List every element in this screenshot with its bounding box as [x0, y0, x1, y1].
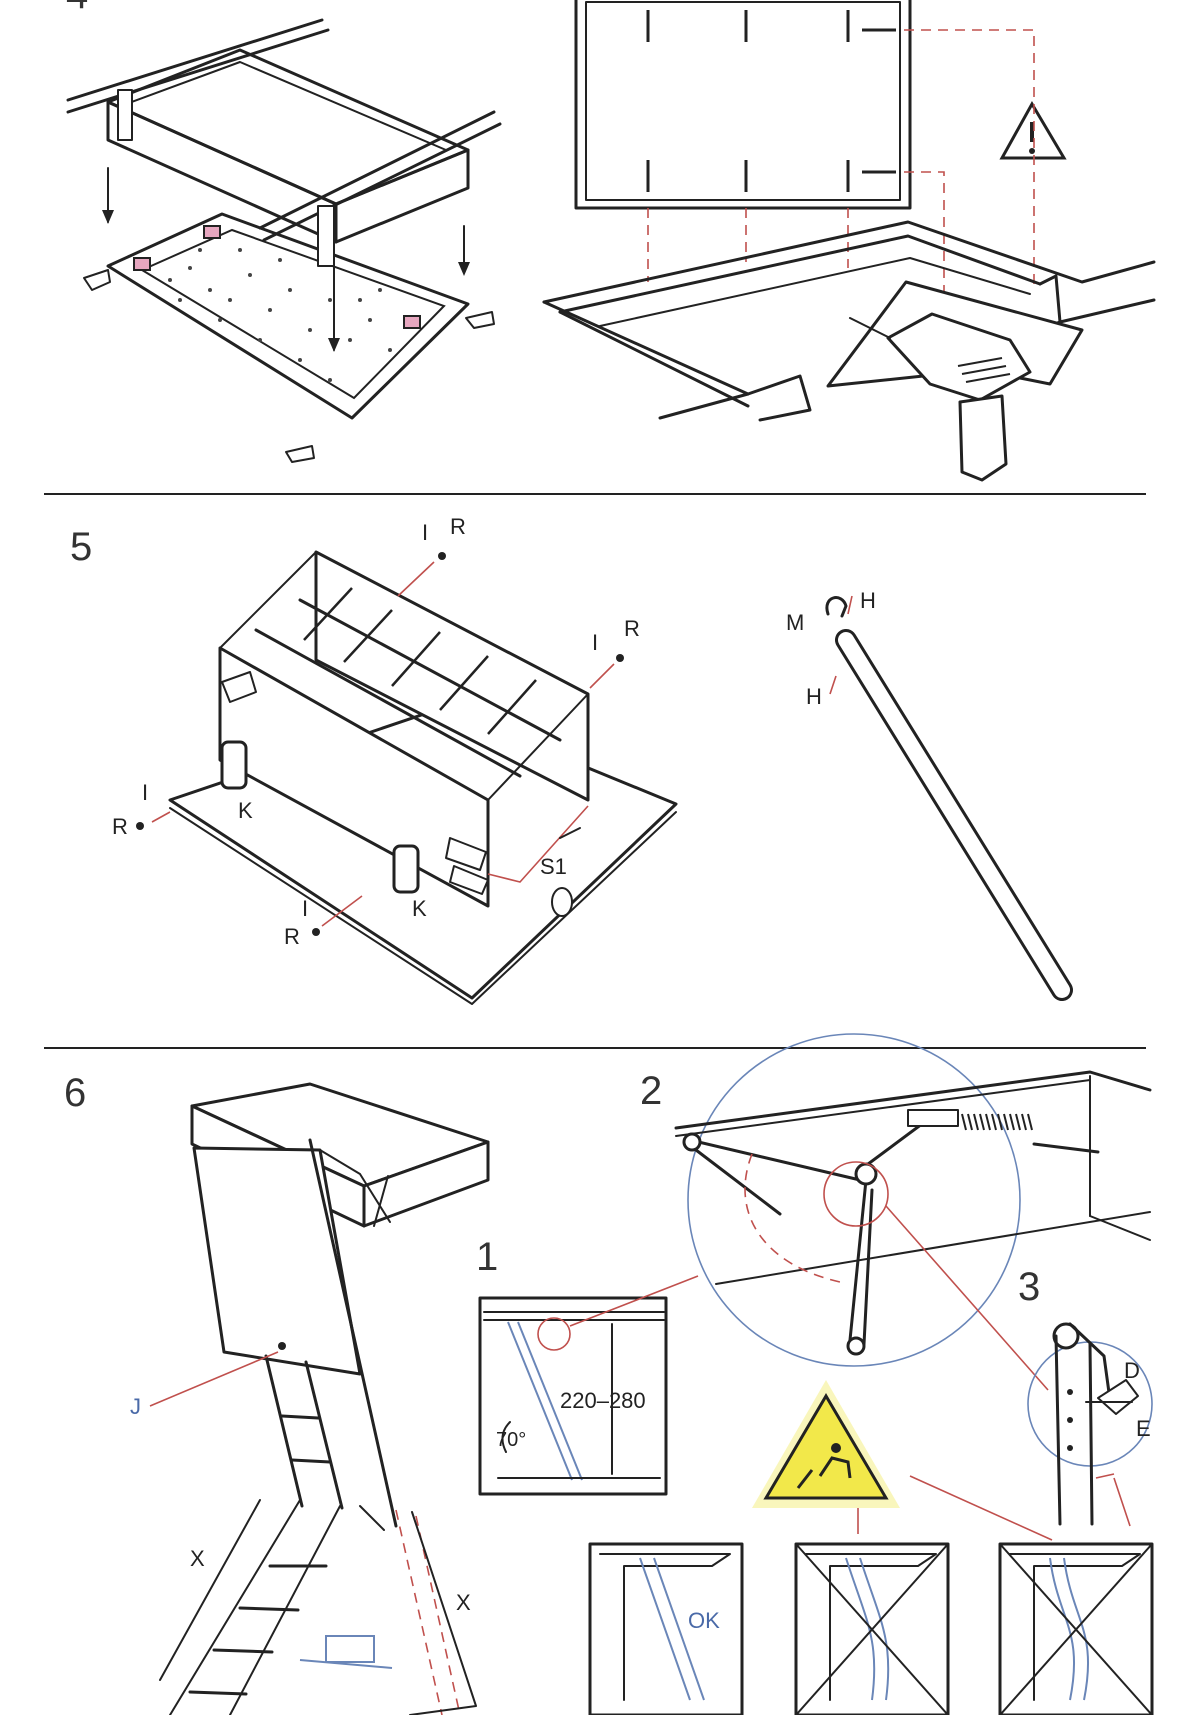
- step-4-panel: 4: [66, 0, 1156, 482]
- label-h-top: H: [860, 588, 876, 613]
- label-s1: S1: [540, 854, 567, 879]
- step-5-callouts: I R I R I R K I R K S1: [112, 514, 640, 949]
- label-m: M: [786, 610, 804, 635]
- step-6-panel: 6: [64, 1033, 1154, 1715]
- label-x-left: X: [190, 1546, 205, 1571]
- frame-corner: [542, 220, 1156, 422]
- label-r-top: R: [450, 514, 466, 539]
- label-i-bottom: I: [302, 896, 308, 921]
- drill-icon: [826, 280, 1084, 482]
- label-range: 220–280: [560, 1388, 646, 1413]
- step-6-number: 6: [64, 1071, 86, 1115]
- label-r-right: R: [624, 616, 640, 641]
- step-4-number: 4: [66, 0, 88, 17]
- detail-1: 1 220–280 70°: [476, 1235, 699, 1496]
- label-i-right: I: [592, 630, 598, 655]
- extended-ladder: [159, 1354, 477, 1715]
- detail-2: 2: [640, 1033, 1152, 1367]
- step-5-panel: 5: [70, 514, 1073, 1005]
- hook-pole: M H H: [786, 588, 1073, 1001]
- frame-box: [66, 18, 502, 267]
- detail-3: 3 D E: [885, 1205, 1153, 1527]
- detail-1-number: 1: [476, 1235, 498, 1279]
- hatch-panel: [574, 0, 1067, 292]
- label-i-left: I: [142, 780, 148, 805]
- label-d: D: [1124, 1358, 1140, 1383]
- detail-2-number: 2: [640, 1069, 662, 1113]
- ceiling-opening: [83, 212, 495, 463]
- label-j: J: [130, 1394, 141, 1419]
- comparison-ok: OK: [588, 1542, 744, 1715]
- label-r-bottom: R: [284, 924, 300, 949]
- comparison-bad-1: [794, 1542, 950, 1715]
- label-r-left: R: [112, 814, 128, 839]
- attic-box: [190, 1082, 490, 1528]
- label-k-bottom: K: [412, 896, 427, 921]
- folded-ladder: [218, 550, 590, 908]
- step-5-number: 5: [70, 525, 92, 569]
- comparison-bad-2: [998, 1542, 1154, 1715]
- label-i-top: I: [422, 520, 428, 545]
- label-h-bottom: H: [806, 684, 822, 709]
- fall-hazard-icon: [752, 1380, 1053, 1541]
- down-arrows: [102, 167, 470, 352]
- label-angle: 70°: [496, 1429, 526, 1451]
- label-ok: OK: [688, 1608, 720, 1633]
- warning-triangle-icon: [999, 100, 1067, 160]
- label-e: E: [1136, 1416, 1151, 1441]
- label-x-right: X: [456, 1590, 471, 1615]
- detail-3-number: 3: [1018, 1265, 1040, 1309]
- label-k-left: K: [238, 798, 253, 823]
